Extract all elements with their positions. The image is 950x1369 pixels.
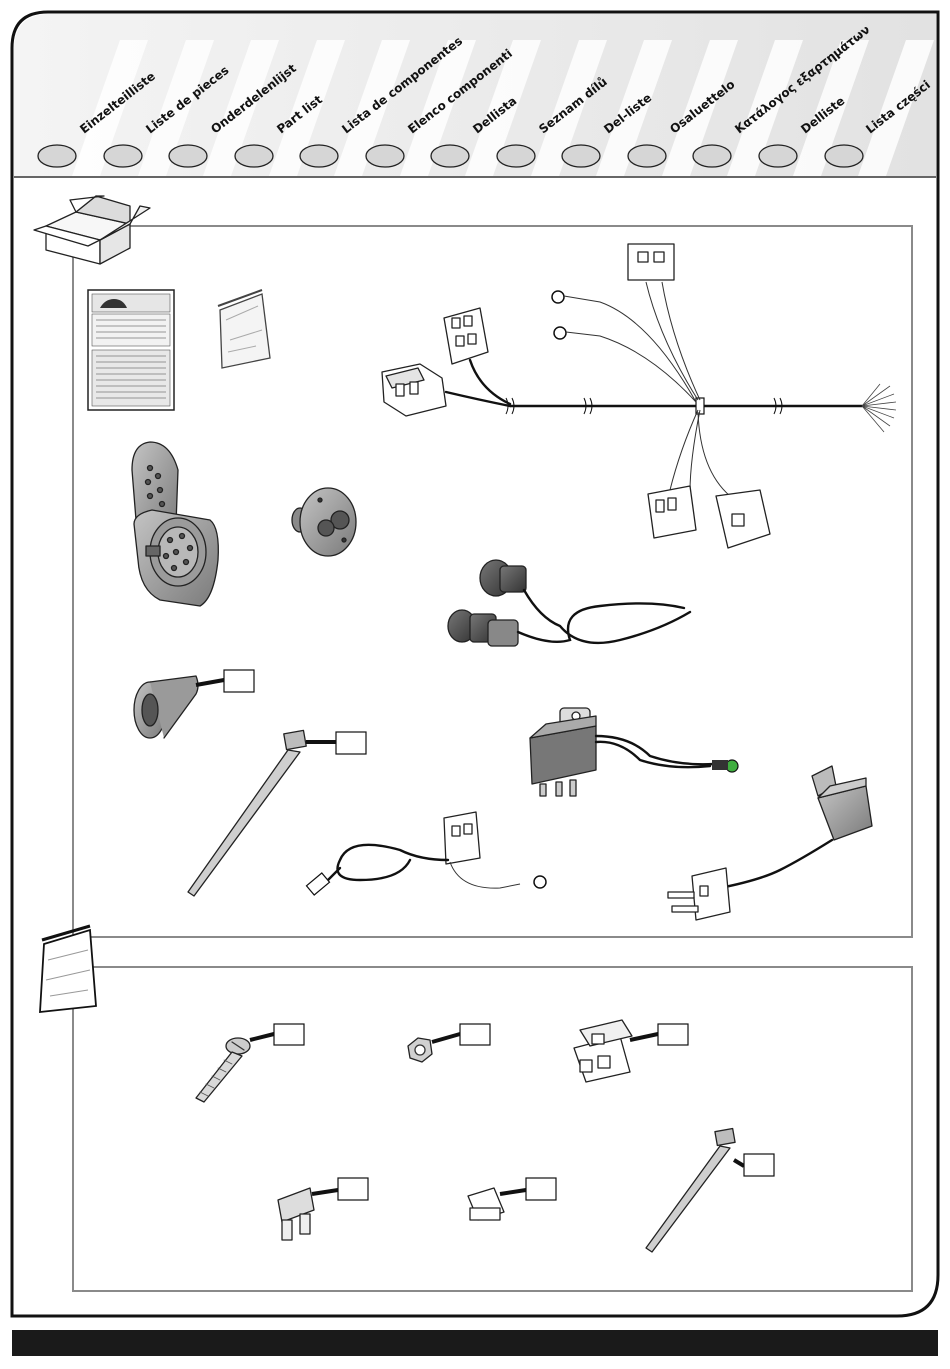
language-oval bbox=[497, 145, 535, 167]
quantity-box bbox=[338, 1178, 368, 1200]
language-oval bbox=[562, 145, 600, 167]
language-oval bbox=[628, 145, 666, 167]
language-oval bbox=[38, 145, 76, 167]
connector-housing bbox=[574, 1020, 632, 1082]
language-oval bbox=[169, 145, 207, 167]
instruction-leaflet bbox=[88, 290, 174, 410]
quantity-box bbox=[274, 1024, 304, 1045]
language-oval bbox=[759, 145, 797, 167]
quantity-box bbox=[336, 732, 366, 754]
language-oval bbox=[366, 145, 404, 167]
quantity-box bbox=[744, 1154, 774, 1176]
language-header: Einzelteilliste Liste de pieces Onderdel… bbox=[14, 14, 936, 177]
quantity-box bbox=[460, 1024, 490, 1045]
quantity-box bbox=[526, 1178, 556, 1200]
quantity-box bbox=[658, 1024, 688, 1045]
language-oval bbox=[693, 145, 731, 167]
language-oval bbox=[104, 145, 142, 167]
language-oval bbox=[825, 145, 863, 167]
footer-bar bbox=[12, 1330, 938, 1356]
bag-contents-panel bbox=[73, 967, 912, 1291]
small-parts-bag-icon bbox=[40, 926, 96, 1012]
quantity-box bbox=[224, 670, 254, 692]
language-oval bbox=[431, 145, 469, 167]
language-oval bbox=[235, 145, 273, 167]
language-oval bbox=[300, 145, 338, 167]
